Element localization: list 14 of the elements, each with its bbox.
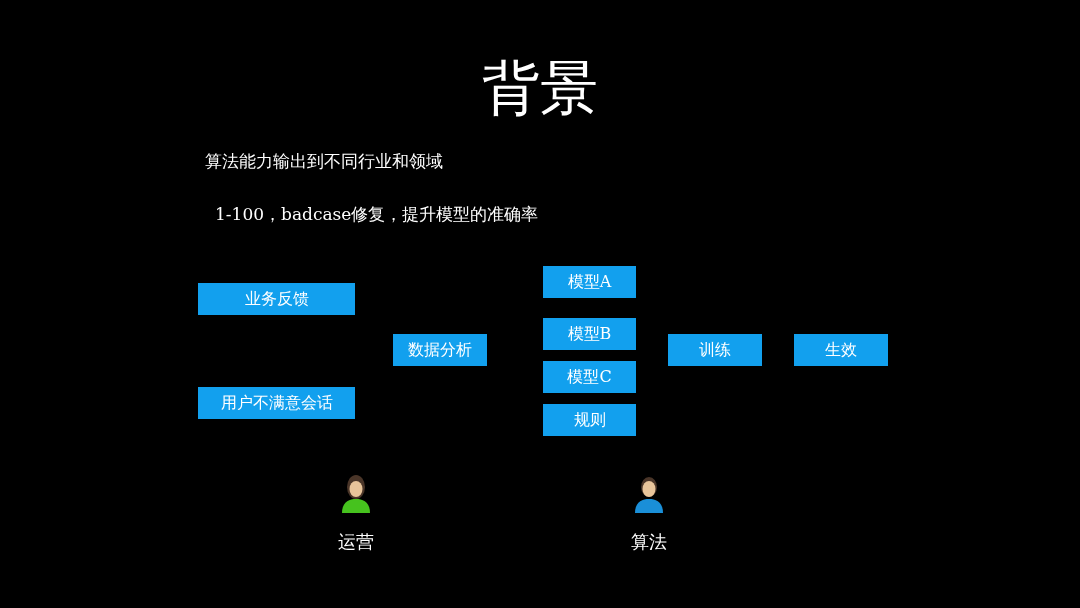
process-box: 数据分析 (393, 334, 487, 366)
role-label: 算法 (631, 530, 667, 554)
process-box: 模型B (543, 318, 636, 350)
process-box: 模型C (543, 361, 636, 393)
process-box: 生效 (794, 334, 888, 366)
subtitle-text: 1-100，badcase修复，提升模型的准确率 (215, 203, 539, 226)
subtitle-text: 算法能力输出到不同行业和领域 (205, 150, 443, 173)
process-box: 训练 (668, 334, 762, 366)
process-box: 规则 (543, 404, 636, 436)
process-box: 用户不满意会话 (198, 387, 355, 419)
process-box: 模型A (543, 266, 636, 298)
slide-title: 背景 (481, 53, 599, 124)
role-label: 运营 (338, 530, 374, 554)
process-box: 业务反馈 (198, 283, 355, 315)
